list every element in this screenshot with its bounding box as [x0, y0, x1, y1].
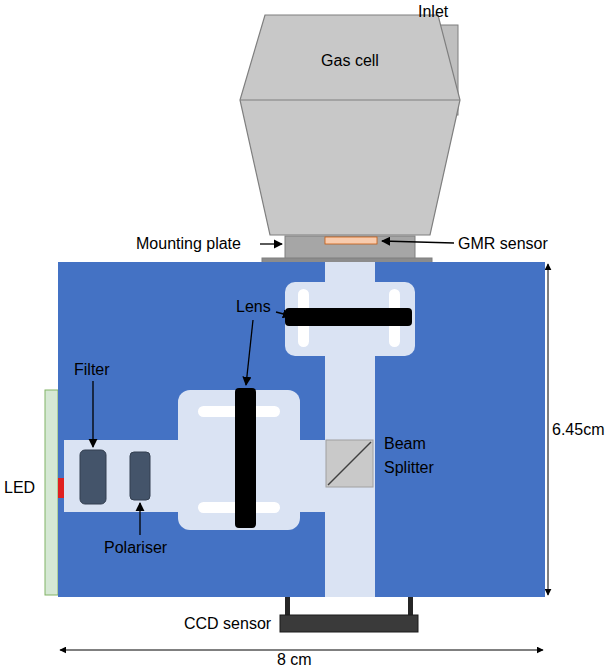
gas-cell-edge — [240, 100, 460, 101]
filter — [80, 450, 106, 504]
led-emitter — [58, 478, 64, 498]
part-label: 8 cm — [277, 650, 312, 669]
leader-arrow — [276, 312, 291, 316]
ccd-sensor — [280, 615, 418, 632]
part-label: Polariser — [104, 538, 167, 557]
node-label: Gas cell — [321, 52, 379, 70]
dimension-line — [60, 650, 543, 651]
leader-arrow — [139, 503, 140, 535]
part-label: Lens — [236, 297, 271, 316]
gmr-sensor — [325, 237, 377, 244]
ccd-leg — [285, 597, 290, 617]
gas-cell: Gas cell — [238, 12, 462, 238]
part-label: Inlet — [418, 2, 448, 21]
lens — [285, 308, 412, 326]
beam-splitter — [326, 440, 373, 487]
leader-arrow — [246, 320, 253, 385]
leader-arrow — [260, 243, 282, 244]
leader-arrow — [92, 381, 93, 447]
polariser — [130, 452, 150, 500]
part-label: CCD sensor — [184, 614, 271, 633]
part-label: Mounting plate — [136, 234, 241, 253]
splitter-diagonal — [328, 442, 371, 485]
leader-arrow — [382, 241, 454, 243]
mounting-plate — [285, 236, 415, 260]
gas-cell-outline — [238, 12, 462, 238]
housing — [58, 262, 545, 597]
gas-cell-body — [240, 15, 460, 235]
lens — [235, 388, 256, 528]
lens-holder — [285, 282, 415, 356]
part-label: GMR sensor — [458, 234, 548, 253]
part-label: Beam Splitter — [384, 432, 456, 480]
part-label: Filter — [74, 360, 110, 379]
led-board — [45, 390, 58, 595]
dimension-line — [548, 264, 549, 595]
ccd-leg — [408, 597, 413, 617]
part-label: 6.45cm — [552, 420, 604, 439]
part-label: LED — [4, 478, 35, 497]
